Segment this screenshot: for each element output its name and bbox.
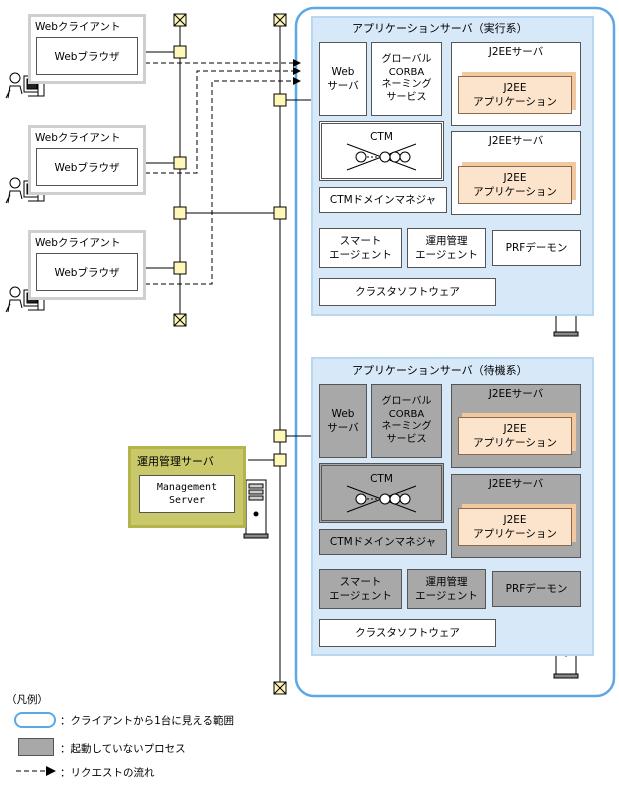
cluster-software: クラスタソフトウェア xyxy=(319,619,496,647)
terminator-icon xyxy=(173,13,287,695)
legend-request-text: ：リクエストの流れ xyxy=(60,767,155,779)
legend-inactive-text: ：起動していないプロセス xyxy=(60,743,186,755)
ctm-box: CTM xyxy=(319,121,444,181)
ctm-label: CTM xyxy=(370,473,393,485)
web-client-title: Webクライアント xyxy=(35,21,121,33)
web-client-3: Webクライアント Webブラウザ xyxy=(28,230,146,300)
ctm-label: CTM xyxy=(370,131,393,143)
web-server: Web サーバ xyxy=(319,42,367,116)
global-corba-naming-service: グローバル CORBA ネーミング サービス xyxy=(371,42,442,116)
legend-title: （凡例） xyxy=(6,694,48,706)
j2ee-application-box: J2EE アプリケーション xyxy=(458,166,572,204)
ctm-queue-icon xyxy=(346,143,417,171)
management-agent: 運用管理 エージェント xyxy=(407,569,486,609)
web-server: Web サーバ xyxy=(319,384,367,458)
cluster-software: クラスタソフトウェア xyxy=(319,278,496,306)
ctm-domain-manager: CTMドメインマネジャ xyxy=(319,187,447,213)
management-server-box: 運用管理サーバ Management Server xyxy=(128,446,246,528)
connector-icons xyxy=(173,45,287,467)
web-browser: Webブラウザ xyxy=(36,148,138,186)
web-client-1: Webクライアント Webブラウザ xyxy=(28,14,146,84)
ctm-box: CTM xyxy=(319,463,444,523)
prf-daemon: PRFデーモン xyxy=(492,571,581,607)
smart-agent: スマート エージェント xyxy=(319,228,402,268)
legend-inactive-swatch xyxy=(18,738,54,756)
visible-range-outline xyxy=(294,6,616,698)
management-agent: 運用管理 エージェント xyxy=(407,228,486,268)
management-server-title: 運用管理サーバ xyxy=(137,455,214,468)
j2ee-application-box: J2EE アプリケーション xyxy=(458,76,572,114)
smart-agent: スマート エージェント xyxy=(319,569,402,609)
web-client-title: Webクライアント xyxy=(35,237,121,249)
legend-range-text: ：クライアントから1台に見える範囲 xyxy=(60,715,234,727)
active-app-server-title: アプリケーションサーバ（実行系） xyxy=(352,22,528,35)
web-browser: Webブラウザ xyxy=(36,253,138,291)
management-server-inner: Management Server xyxy=(139,475,235,513)
j2ee-application-box: J2EE アプリケーション xyxy=(458,508,572,546)
ctm-domain-manager: CTMドメインマネジャ xyxy=(319,529,447,555)
ctm-queue-icon xyxy=(346,485,417,513)
standby-app-server-title: アプリケーションサーバ（待機系） xyxy=(352,364,528,377)
legend-request-arrow-icon xyxy=(16,766,56,776)
web-browser: Webブラウザ xyxy=(36,37,138,75)
prf-daemon: PRFデーモン xyxy=(492,230,581,266)
web-client-title: Webクライアント xyxy=(35,132,121,144)
j2ee-application-box: J2EE アプリケーション xyxy=(458,417,572,455)
web-client-2: Webクライアント Webブラウザ xyxy=(28,125,146,195)
legend-range-swatch xyxy=(14,712,56,728)
global-corba-naming-service: グローバル CORBA ネーミング サービス xyxy=(371,384,442,458)
